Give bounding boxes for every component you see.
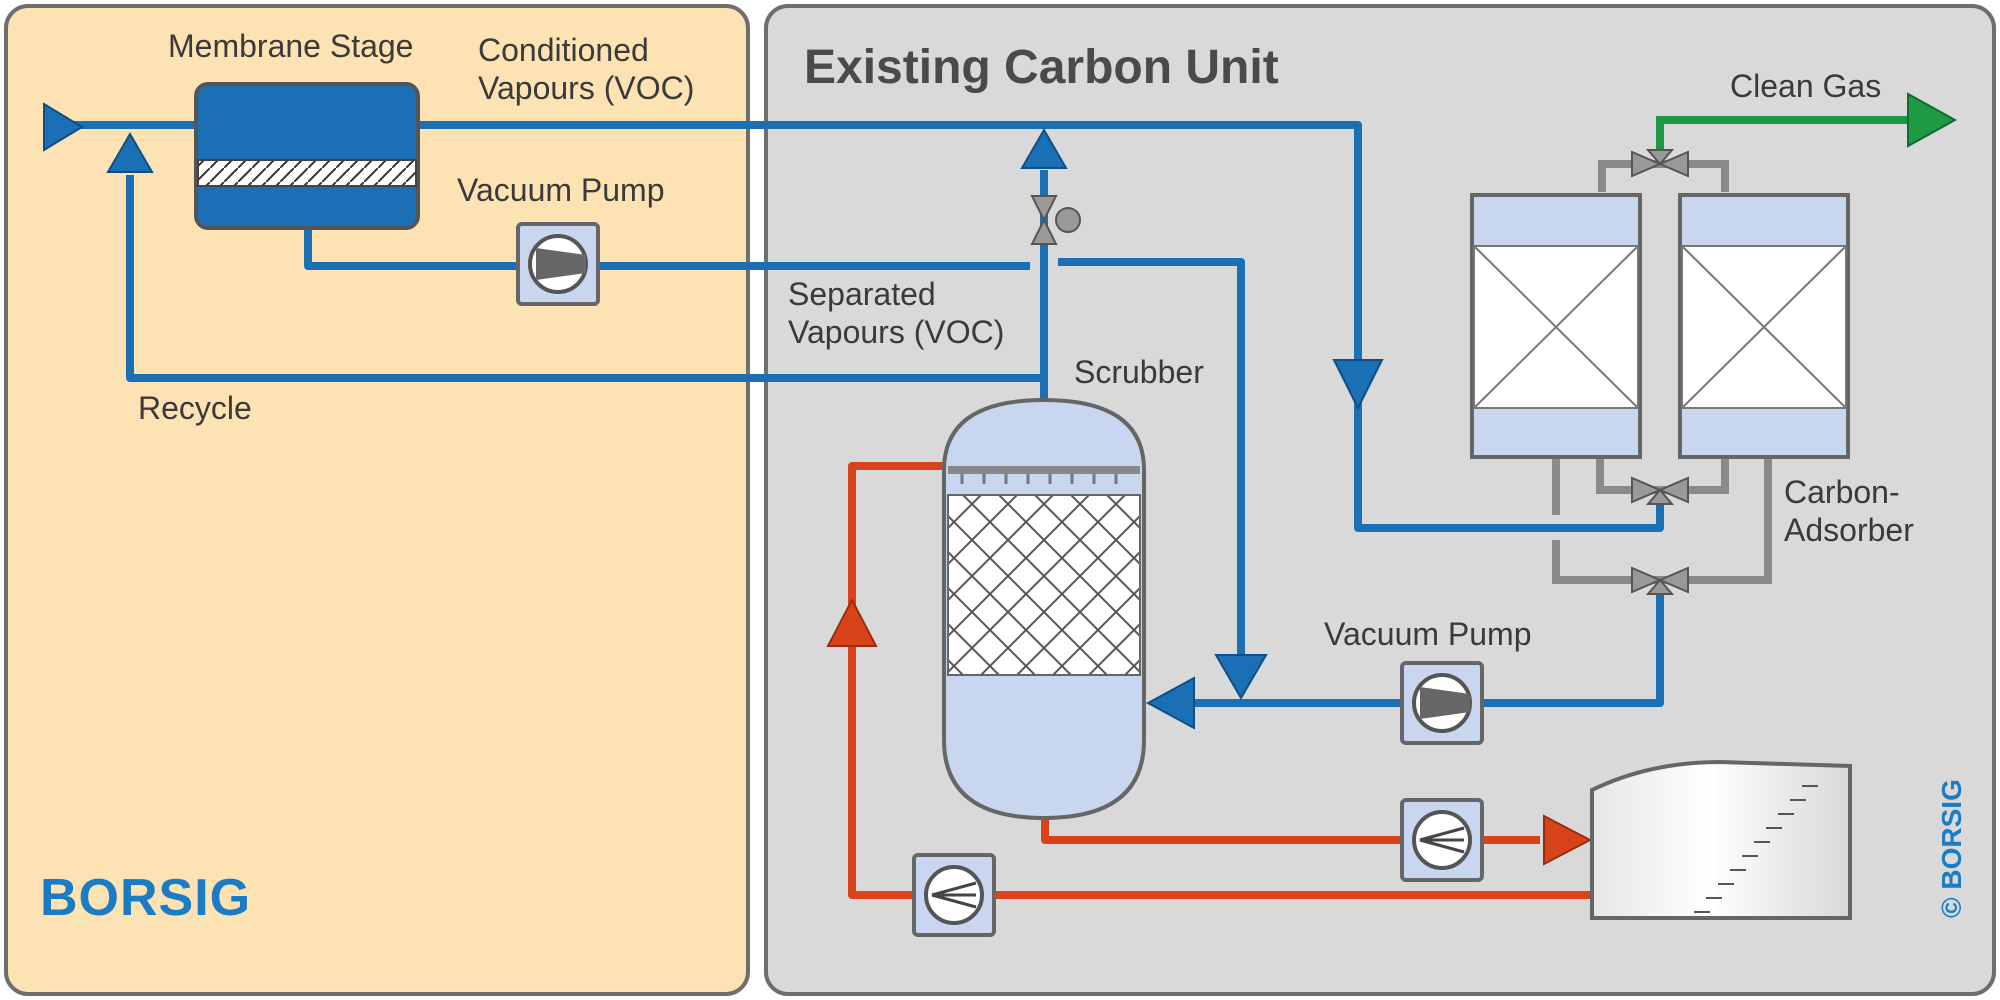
carbon-adsorber-label-line2: Adsorber <box>1784 512 1914 548</box>
membrane-layer <box>197 159 417 187</box>
vacuum-pump-bottom-icon <box>1400 661 1484 745</box>
recycle-label: Recycle <box>138 390 252 426</box>
clean-gas-line <box>1656 116 1910 150</box>
regeneration-valve-icon <box>1631 566 1689 595</box>
borsig-logo: BORSIG <box>40 869 252 927</box>
liquid-up-arrow-icon <box>826 597 878 647</box>
membrane-stage <box>194 82 420 230</box>
tank-inlet-arrow-icon <box>1543 814 1593 866</box>
carbon-adsorber-label-line1: Carbon- <box>1784 474 1900 510</box>
distributor-nozzles <box>960 474 1118 484</box>
riser-up-arrow-icon <box>1020 128 1068 169</box>
separated-vapours-line <box>1058 258 1245 670</box>
liquid-lines <box>848 462 1595 899</box>
permeate-line <box>304 230 1030 270</box>
scrubber-label: Scrubber <box>1074 354 1204 390</box>
separated-down-arrow-icon <box>1214 654 1268 700</box>
clean-gas-arrow-icon <box>1907 92 1958 148</box>
carbon-adsorber-right <box>1678 193 1850 459</box>
flow-arrows <box>43 92 1958 866</box>
adsorber-bottom-valve-icon <box>1631 476 1689 505</box>
vacuum-pump-bottom-label: Vacuum Pump <box>1324 616 1532 652</box>
feed-down-arrow-icon <box>1332 359 1384 411</box>
carbon-unit-title: Existing Carbon Unit <box>804 41 1279 94</box>
carbon-adsorber-left <box>1470 193 1642 459</box>
clean-gas-label: Clean Gas <box>1730 68 1882 104</box>
vacuum-return-line <box>1200 595 1664 707</box>
scrubber-distributor <box>948 466 1140 474</box>
feed-inlet-arrow-icon <box>43 102 84 152</box>
recycle-up-arrow-icon <box>106 132 154 173</box>
vacuum-pump-top-icon <box>516 222 600 306</box>
scrubber-column <box>942 397 1146 821</box>
conditioned-vapours-label-line1: Conditioned <box>478 32 649 68</box>
three-way-valve-icon <box>1030 195 1081 245</box>
storage-tank <box>1590 759 1852 920</box>
separated-vapours-label-line1: Separated <box>788 276 936 312</box>
scrubber-inlet-arrow-icon <box>1145 676 1195 730</box>
liquid-pump-tank-icon <box>1400 798 1484 882</box>
liquid-pump-recirculation-icon <box>912 853 996 937</box>
separated-vapours-label-line2: Vapours (VOC) <box>788 314 1005 350</box>
clean-gas-valve-icon <box>1631 149 1689 178</box>
feed-line <box>70 121 1664 532</box>
scrubber-packing <box>947 494 1141 676</box>
membrane-stage-label: Membrane Stage <box>168 28 414 64</box>
copyright-mark: © BORSIG <box>1936 779 1967 918</box>
conditioned-vapours-label-line2: Vapours (VOC) <box>478 70 695 106</box>
vacuum-pump-top-label: Vacuum Pump <box>457 172 665 208</box>
